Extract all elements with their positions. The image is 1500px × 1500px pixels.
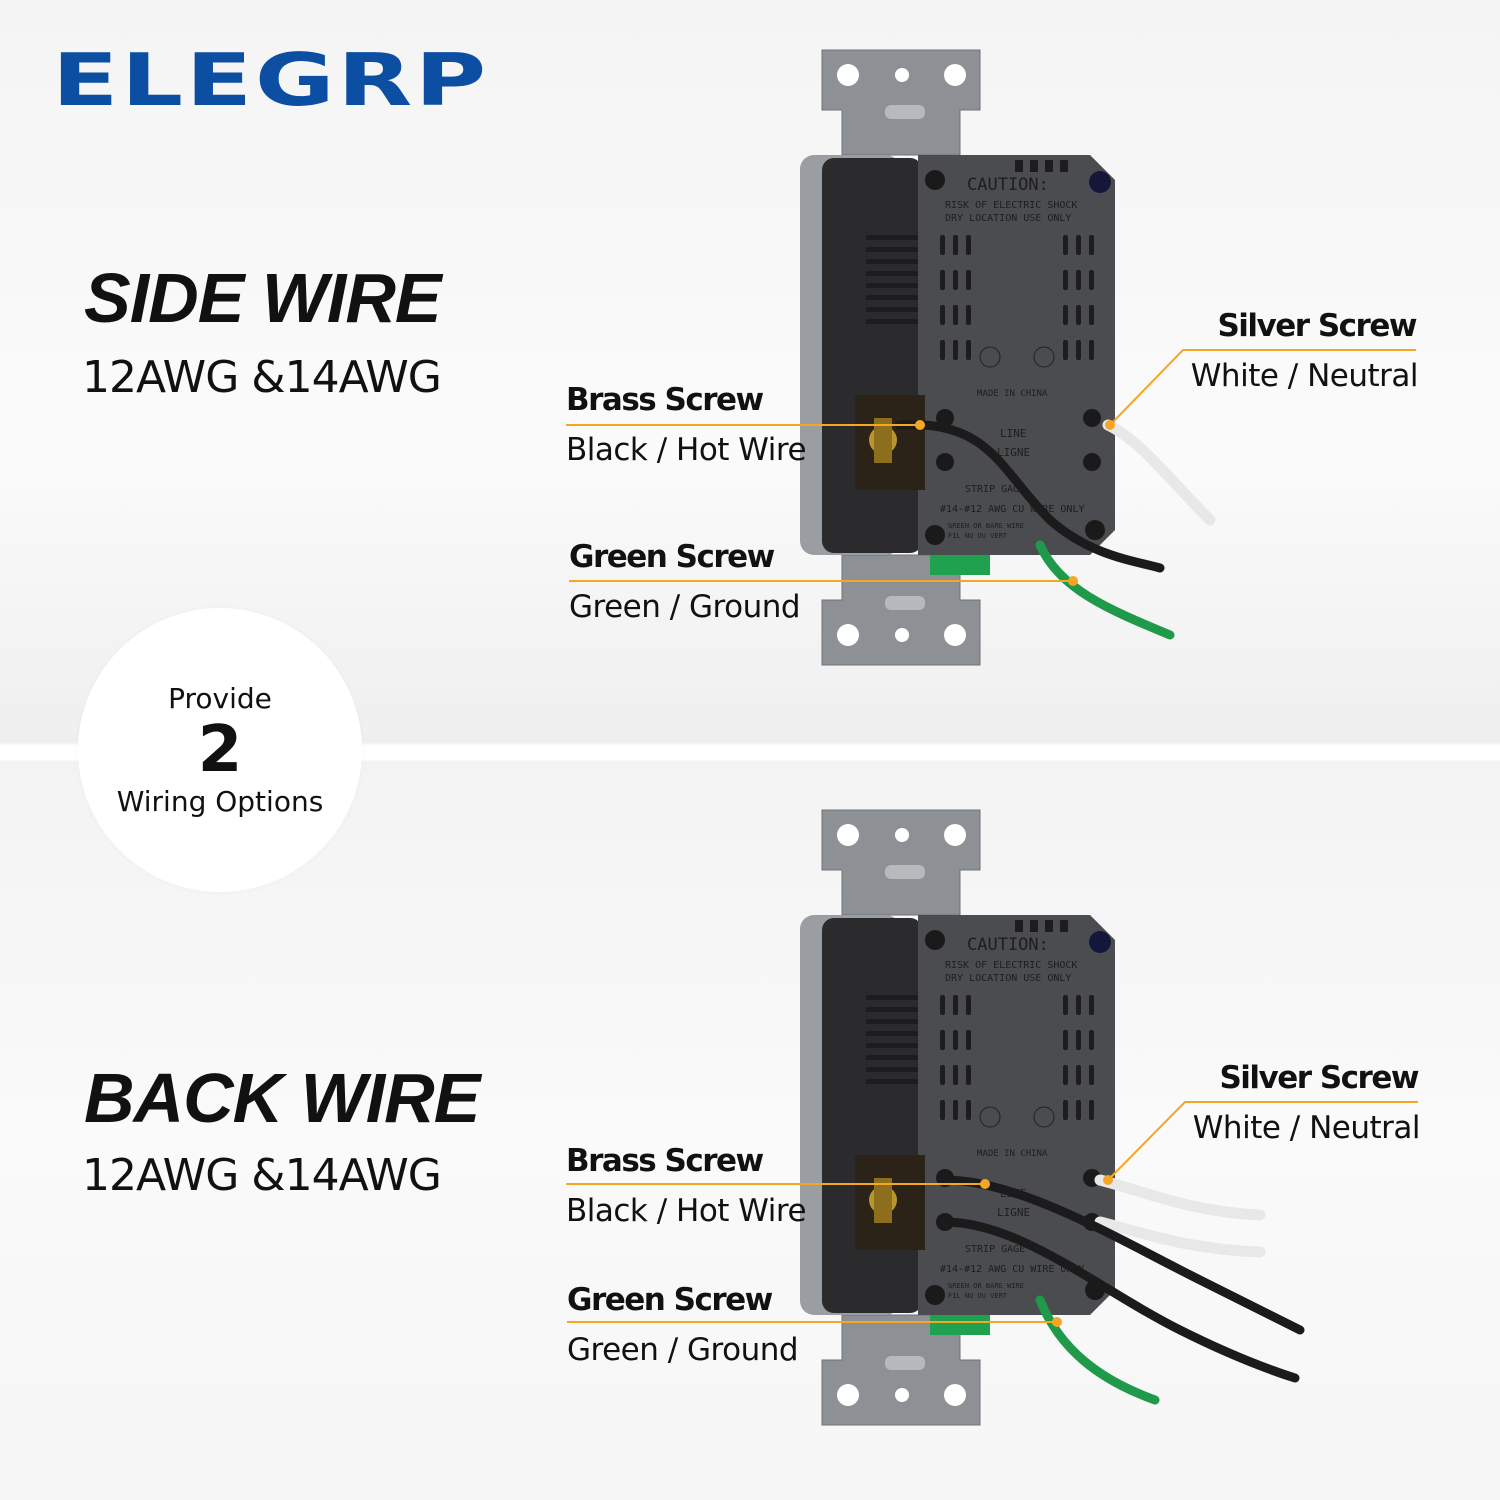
ligne-text: LIGNE (997, 446, 1030, 459)
silver-wire-label: White / Neutral (1190, 358, 1419, 394)
device-back-wire (799, 809, 1116, 1426)
green-ground-wire (1035, 540, 1175, 640)
warning-line-2: DRY LOCATION USE ONLY (945, 213, 1071, 224)
silver-callout-dot (1105, 420, 1115, 430)
brass-wire-label: Black / Hot Wire (566, 432, 807, 468)
white-neutral-wire-1 (1094, 1174, 1266, 1221)
silver-wire-label: White / Neutral (1192, 1110, 1421, 1146)
warning-line-2: DRY LOCATION USE ONLY (945, 973, 1071, 984)
silver-screw-label: Silver Screw (1219, 1060, 1419, 1096)
badge-bottom-text: Wiring Options (116, 785, 324, 818)
ground-text-1: GREEN OR BARE WIRE (948, 522, 1024, 530)
ground-text-1: GREEN OR BARE WIRE (948, 1282, 1024, 1290)
brass-wire-label: Black / Hot Wire (566, 1193, 807, 1229)
badge-top-text: Provide (168, 682, 272, 715)
silver-callout-line (1109, 349, 1416, 426)
green-callout-dot (1052, 1317, 1062, 1327)
brass-screw-label: Brass Screw (566, 1143, 764, 1179)
green-wire-label: Green / Ground (569, 589, 801, 625)
silver-screw-label: Silver Screw (1217, 308, 1417, 344)
warning-line-1: RISK OF ELECTRIC SHOCK (945, 200, 1077, 211)
wiring-options-badge: Provide 2 Wiring Options (78, 608, 362, 892)
green-screw-label: Green Screw (569, 539, 775, 575)
back-wire-title: BACK WIRE (84, 1059, 480, 1137)
green-callout-dot (1068, 576, 1078, 586)
strip-gage-text: STRIP GAGE (965, 484, 1025, 495)
silver-callout-line (1107, 1101, 1418, 1181)
strip-gage-text: STRIP GAGE (965, 1244, 1025, 1255)
brass-callout-dot (915, 420, 925, 430)
badge-number: 2 (197, 713, 243, 787)
ligne-text: LIGNE (997, 1206, 1030, 1219)
brass-screw-label: Brass Screw (566, 382, 764, 418)
caution-text: CAUTION: (967, 175, 1049, 195)
side-wire-title: SIDE WIRE (84, 259, 442, 337)
white-neutral-wire-2 (1094, 1216, 1266, 1258)
side-wire-gauge: 12AWG &14AWG (82, 352, 442, 403)
silver-callout-dot (1103, 1175, 1113, 1185)
black-hot-wire (895, 420, 1165, 573)
brass-callout-dot (980, 1179, 990, 1189)
green-wire-label: Green / Ground (567, 1332, 799, 1368)
line-text: LINE (1000, 427, 1027, 440)
warning-line-1: RISK OF ELECTRIC SHOCK (945, 960, 1077, 971)
green-ground-wire (1035, 1295, 1160, 1405)
green-screw-label: Green Screw (567, 1282, 773, 1318)
black-hot-wire-1 (940, 1175, 1305, 1335)
ground-text-2: FIL NU OU VERT (948, 1292, 1008, 1300)
caution-text: CAUTION: (967, 935, 1049, 955)
origin-text: MADE IN CHINA (977, 389, 1048, 399)
device-side-wire (799, 49, 1116, 666)
awg-text: #14-#12 AWG CU WIRE ONLY (940, 1264, 1085, 1275)
elegrp-logo: ELEGRP (52, 38, 489, 122)
black-hot-wire-2 (940, 1217, 1300, 1383)
back-wire-gauge: 12AWG &14AWG (82, 1150, 442, 1201)
ground-text-2: FIL NU OU VERT (948, 532, 1008, 540)
origin-text: MADE IN CHINA (977, 1149, 1048, 1159)
white-neutral-wire (1102, 419, 1216, 526)
awg-text: #14-#12 AWG CU WIRE ONLY (940, 504, 1085, 515)
device-markings: CAUTION: RISK OF ELECTRIC SHOCK DRY LOCA… (940, 175, 1085, 540)
